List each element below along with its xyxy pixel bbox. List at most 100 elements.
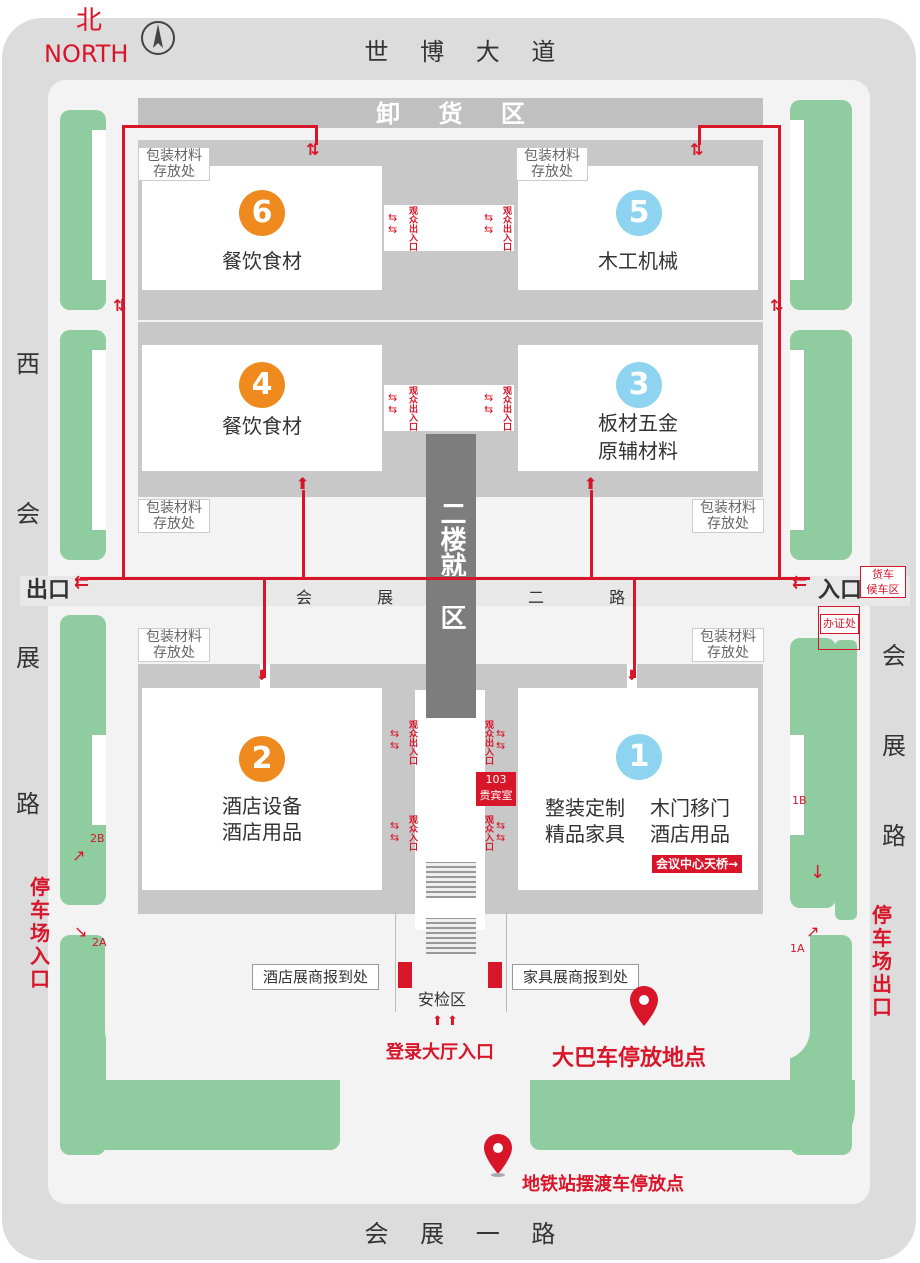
security-label: 安检区 [418,990,467,1009]
packing-line2: 存放处 [707,516,749,532]
vip-name: 贵宾室 [479,789,513,802]
truck-wait-line2: 候车区 [866,583,900,596]
escalator-icon [426,862,476,898]
arrow-icon: ↓ [810,862,826,883]
hall-4-badge: 4 [239,362,285,408]
pe-1: 停 [30,875,50,899]
route-line [122,125,125,580]
arrow-icon: ⇆⇆ [484,211,494,236]
road-east-2: 展 [882,732,906,760]
arrow-icon: ⇆⇆ [496,819,506,844]
route-line [263,578,266,678]
arrow-icon: ⇆⇆ [388,391,398,416]
hall-6-name: 餐饮食材 [222,249,302,273]
hall-3-name-2: 原辅材料 [598,439,678,463]
road-east-3: 路 [882,822,906,850]
parking-entry-label: 停 车 场 入 口 [30,876,54,991]
compass-icon [140,20,176,56]
road-east-1: 会 [882,642,906,670]
aisle [384,205,514,251]
packing-line2: 存放处 [153,516,195,532]
packing-line1: 包装材料 [146,629,202,645]
route-line [80,577,810,580]
hall-2-name-1: 酒店设备 [222,794,302,818]
dining-label: 二楼就餐区 [436,500,466,630]
gate-2a: 2A [92,936,107,949]
hall-6-badge: 6 [239,190,285,236]
road-middle-left: 会 展 [296,588,394,607]
route-line [122,125,317,128]
hall-1-name-1: 整装定制 [545,796,625,820]
arrow-icon: ⇆⇆ [390,819,400,844]
slot [92,735,106,825]
dining-area [426,576,476,606]
route-line [633,578,636,678]
packing-storage: 包装材料存放处 [138,499,210,533]
compass-north-char: 北 [76,6,103,36]
road-west-2: 会 [16,500,40,528]
hall-4-name: 餐饮食材 [222,414,302,438]
pe-3: 场 [30,921,50,945]
px-2: 车 [872,926,892,950]
route-line [698,125,780,128]
gate-1a: 1A [790,942,805,955]
audience-entry-short: 观众入口 [483,815,493,851]
truck-wait-area: 货车 候车区 [860,566,906,598]
packing-line2: 存放处 [707,645,749,661]
arrow-icon: ⇅ [690,140,704,159]
truck-wait-line1: 货车 [872,568,894,581]
px-4: 出 [872,972,892,996]
packing-line1: 包装材料 [700,500,756,516]
audience-entry: 观众出入口 [483,720,493,765]
hall-1-name-2: 精品家具 [545,822,625,846]
hall-1-name-3: 木门移门 [650,796,730,820]
road-west-1: 西 [16,350,40,378]
px-5: 口 [872,995,892,1019]
slot [92,350,106,530]
green-belt [530,1080,855,1150]
hall-3-badge: 3 [616,362,662,408]
aisle [627,664,637,690]
unloading-area [138,98,763,128]
packing-storage: 包装材料存放处 [138,628,210,662]
audience-entry: 观众出入口 [407,386,417,431]
packing-storage: 包装材料存放处 [516,147,588,181]
road-middle-right: 二 路 [528,588,626,607]
px-3: 场 [872,949,892,973]
arrow-icon: ⬆ [584,474,598,493]
hall-5-badge: 5 [616,190,662,236]
arrow-icon: ⬆ ⬆ [432,1014,458,1029]
exit-arrows-icon: ⇇ [74,572,90,593]
checkin-desk [488,962,502,988]
route-line [590,490,593,578]
arrow-icon: ⇆⇆ [484,391,494,416]
audience-entry: 观众出入口 [407,720,417,765]
arrow-icon: ⇆⇆ [390,727,400,752]
pe-2: 车 [30,898,50,922]
packing-storage: 包装材料存放处 [692,628,764,662]
gate-1b: 1B [792,794,807,807]
vip-room[interactable]: 103 贵宾室 [476,772,516,806]
road-south: 会 展 一 路 [364,1220,556,1248]
audience-entry: 观众出入口 [501,386,511,431]
audience-entry-short: 观众入口 [407,815,417,851]
aisle [384,385,514,431]
slot [92,130,106,280]
parking-exit-label: 停 车 场 出 口 [872,904,896,1019]
road-north: 世 博 大 道 [364,38,556,66]
hall-2-name-2: 酒店用品 [222,820,302,844]
hall-2[interactable] [142,688,382,890]
green-belt [60,1080,340,1150]
location-pin-icon [484,1134,512,1182]
route-line [315,125,318,145]
slot [790,120,804,280]
location-pin-icon [630,986,658,1030]
arrow-icon: ⬇ [256,668,268,684]
slot [790,350,804,530]
route-line [778,125,781,580]
conference-bridge-label: 会议中心天桥→ [652,855,743,873]
packing-line1: 包装材料 [146,148,202,164]
audience-entry: 观众出入口 [501,206,511,251]
arrow-icon: ↗ [806,922,820,941]
packing-storage: 包装材料存放处 [138,147,210,181]
